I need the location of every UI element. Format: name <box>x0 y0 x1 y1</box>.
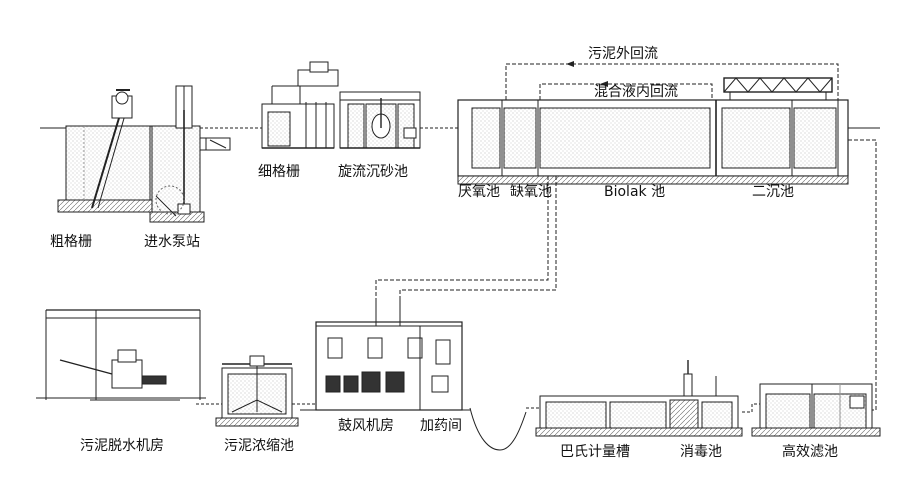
label-fine-screen: 细格栅 <box>258 164 300 180</box>
blower-room-building <box>300 300 470 411</box>
secondary-clarifier-zone <box>793 107 837 169</box>
label-secondary-clarifier: 二沉池 <box>752 184 794 200</box>
sludge-thickener-structure <box>196 355 316 427</box>
label-anaerobic: 厌氧池 <box>458 184 500 200</box>
grit-chamber-structure <box>339 91 421 149</box>
label-blower-room: 鼓风机房 <box>338 418 394 434</box>
label-sludge-dewatering: 污泥脱水机房 <box>80 438 164 454</box>
label-mixed-liquor-return: 混合液内回流 <box>594 84 678 100</box>
air-supply-pipe <box>375 176 557 300</box>
label-influent-pump: 进水泵站 <box>144 234 200 250</box>
label-disinfection: 消毒池 <box>680 444 722 460</box>
label-parshall-flume: 巴氏计量槽 <box>560 444 630 460</box>
label-sludge-thickener: 污泥浓缩池 <box>224 438 294 454</box>
anaerobic-zone <box>471 107 501 169</box>
sludge-dewatering-building <box>36 309 206 401</box>
biological-tank <box>457 77 849 185</box>
clarifier-truss-bridge <box>723 77 833 100</box>
label-dosing-room: 加药间 <box>420 418 462 434</box>
effluent-pipe <box>848 139 877 411</box>
label-coarse-screen: 粗格栅 <box>50 234 92 250</box>
label-sludge-external-return: 污泥外回流 <box>588 46 658 62</box>
high-efficiency-filter-structure <box>751 383 881 437</box>
label-biolak: Biolak 池 <box>604 184 665 200</box>
outfall-channel <box>469 407 540 451</box>
fine-screen-structure <box>261 61 339 149</box>
disinfection-structure <box>535 360 760 437</box>
influent-pump-station <box>149 85 231 223</box>
sludge-return-line <box>505 63 839 100</box>
label-grit-chamber: 旋流沉砂池 <box>338 164 408 180</box>
anoxic-zone <box>503 107 537 169</box>
coarse-screen-structure <box>57 89 161 213</box>
label-anoxic: 缺氧池 <box>510 184 552 200</box>
biolak-zone <box>539 107 711 169</box>
mixed-liquor-return-line <box>539 83 713 100</box>
label-high-efficiency-filter: 高效滤池 <box>782 443 838 460</box>
